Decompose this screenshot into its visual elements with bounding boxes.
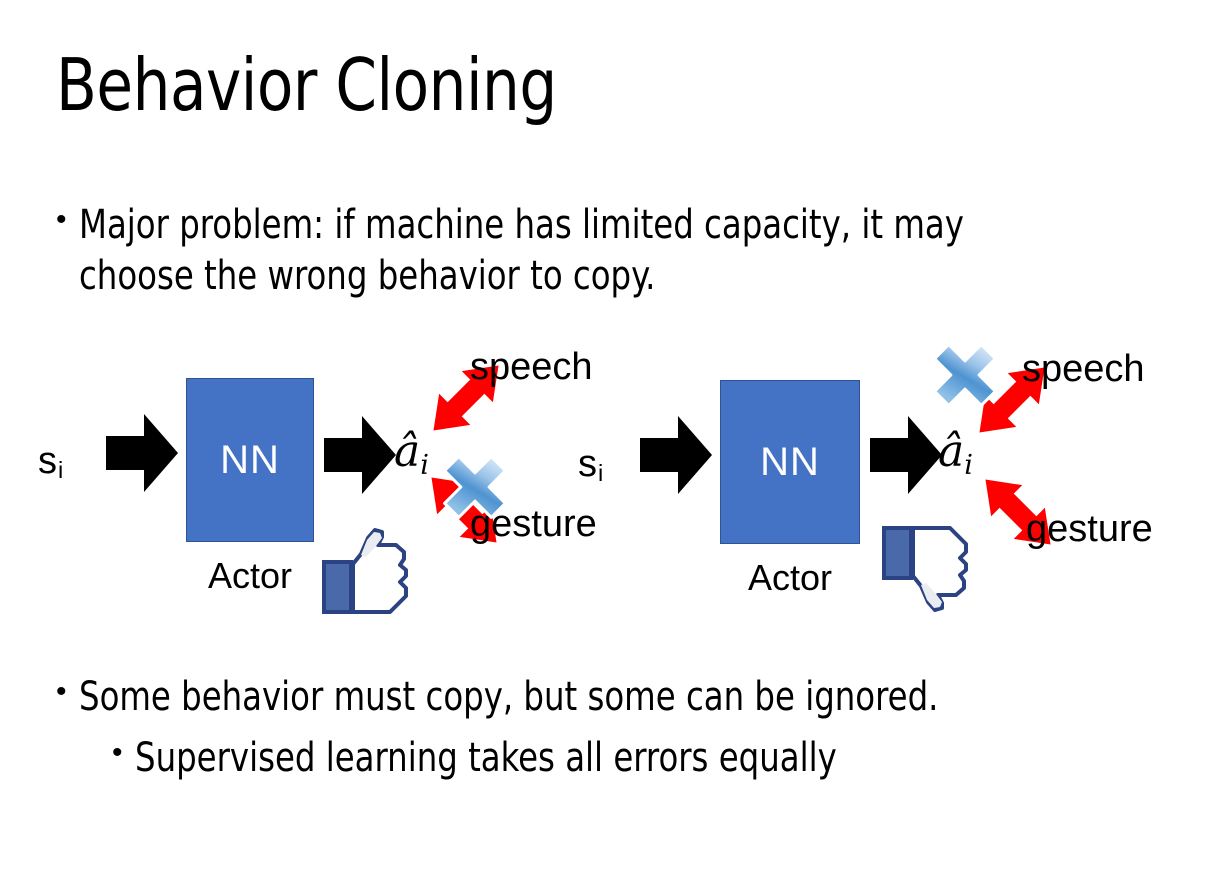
actor-label-right: Actor: [747, 557, 833, 598]
branch-arrow-speech-right: [952, 340, 1072, 460]
bullet-bottom-level1: • Some behavior must copy, but some can …: [56, 672, 1176, 723]
blue-x-icon-left: [438, 450, 512, 524]
bullet-bottom-level1-text: Some behavior must copy, but some can be…: [78, 674, 938, 720]
branch-label-gesture-right: gesture: [1026, 508, 1153, 550]
branch-label-speech-right: speech: [1022, 348, 1145, 390]
output-arrow-right: [870, 412, 942, 498]
branch-arrow-gesture-right: [958, 452, 1078, 572]
input-arrow-right: [640, 412, 712, 498]
nn-label-right: NN: [760, 440, 820, 484]
bullet-bottom-level2: • Supervised learning takes all errors e…: [112, 733, 1172, 784]
state-label-left: si: [38, 440, 64, 484]
branch-arrow-speech-left: [406, 338, 526, 458]
nn-label-left: NN: [220, 438, 280, 482]
diagram-bad-case: si NN Actor âi: [560, 330, 1200, 650]
bullet-marker-icon: •: [112, 736, 123, 769]
action-label-left: âi: [394, 426, 429, 482]
nn-box-left: NN: [186, 378, 314, 542]
action-label-right: âi: [938, 426, 973, 482]
actor-label-left: Actor: [207, 555, 293, 596]
thumbs-down-icon-right: [880, 520, 980, 612]
bullet-top-text: Major problem: if machine has limited ca…: [78, 202, 964, 300]
blue-x-icon-right: [928, 338, 1002, 412]
state-label-right: si: [578, 443, 604, 487]
diagram-good-case: si NN Actor âi: [10, 330, 610, 650]
page-title: Behavior Cloning: [56, 43, 557, 127]
branch-label-speech-left: speech: [470, 346, 593, 388]
input-arrow-left: [106, 410, 178, 496]
bullet-marker-icon: •: [56, 203, 67, 236]
nn-box-right: NN: [720, 380, 860, 544]
thumbs-up-icon-left: [320, 528, 420, 620]
output-arrow-left: [324, 412, 396, 498]
bullet-top: • Major problem: if machine has limited …: [56, 200, 1166, 302]
bullet-marker-icon: •: [56, 675, 67, 708]
bullet-bottom-level2-text: Supervised learning takes all errors equ…: [134, 735, 837, 781]
